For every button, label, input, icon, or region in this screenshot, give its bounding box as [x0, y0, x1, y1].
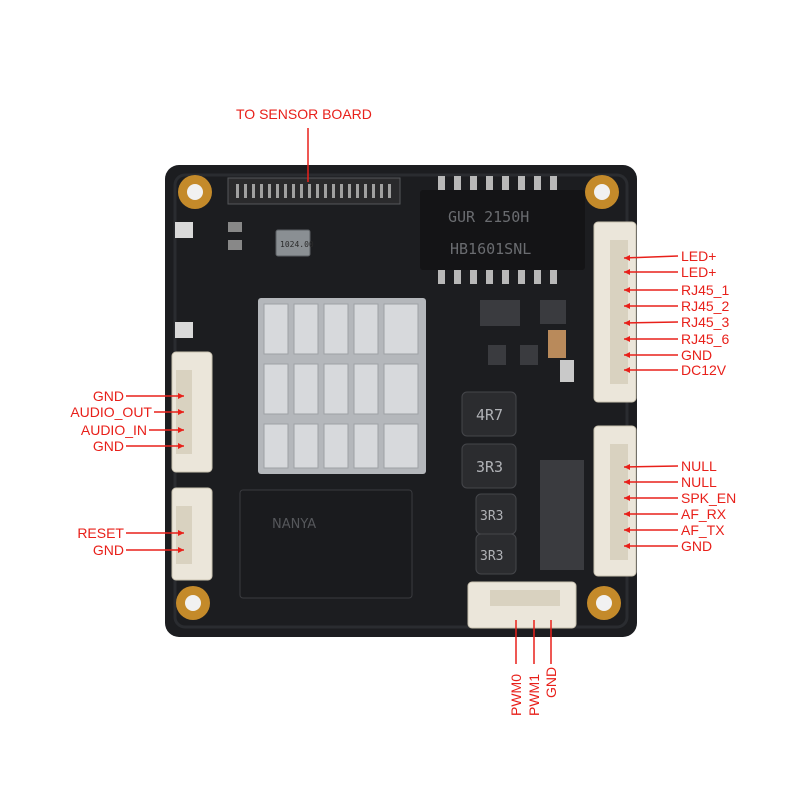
inductor	[461, 443, 517, 489]
crystal-text: 1024.00	[280, 240, 314, 249]
label-led-plus-2: LED+	[681, 264, 717, 280]
label-af-tx: AF_TX	[681, 522, 725, 538]
inductor-2-text: 3R3	[476, 458, 503, 476]
mount-hole	[587, 586, 621, 620]
mount-hole	[585, 175, 619, 209]
mount-hole	[176, 586, 210, 620]
inductor-3-text: 3R3	[480, 509, 503, 524]
label-rj45-1: RJ45_1	[681, 282, 730, 298]
label-audio-in: AUDIO_IN	[80, 422, 147, 438]
inductor	[461, 391, 517, 437]
label-rj45-6: RJ45_6	[681, 331, 730, 347]
ram-brand-text: NANYA	[272, 517, 316, 532]
inductor	[475, 533, 517, 575]
sensor-connector	[227, 177, 401, 205]
label-pwm0: PWM0	[508, 674, 524, 716]
label-led-plus-1: LED+	[681, 248, 717, 264]
label-null-1: NULL	[681, 458, 717, 474]
label-gnd-pwm: GND	[543, 666, 559, 698]
label-gnd-power: GND	[681, 347, 713, 363]
inductor-1-text: 4R7	[476, 406, 503, 424]
label-dc12v: DC12V	[681, 362, 727, 378]
label-pwm1: PWM1	[526, 674, 542, 716]
label-reset: RESET	[77, 525, 124, 541]
lan-transformer-chip	[420, 190, 585, 270]
mount-hole	[178, 175, 212, 209]
label-rj45-3: RJ45_3	[681, 314, 730, 330]
lan-chip-top-text: GUR 2150H	[448, 208, 529, 226]
label-af-rx: AF_RX	[681, 506, 727, 522]
label-rj45-2: RJ45_2	[681, 298, 730, 314]
label-to-sensor-board: TO SENSOR BOARD	[236, 106, 372, 122]
label-null-2: NULL	[681, 474, 717, 490]
ram-chip	[239, 489, 413, 599]
label-gnd-af: GND	[681, 538, 713, 554]
label-gnd-audio-2: GND	[92, 438, 124, 454]
label-spk-en: SPK_EN	[681, 490, 737, 506]
lan-chip-bottom-text: HB1601SNL	[450, 240, 531, 258]
inductor-4-text: 3R3	[480, 549, 503, 564]
label-audio-out: AUDIO_OUT	[70, 404, 152, 420]
label-gnd-audio-1: GND	[92, 388, 124, 404]
crystal	[275, 229, 311, 257]
label-gnd-reset: GND	[92, 542, 124, 558]
